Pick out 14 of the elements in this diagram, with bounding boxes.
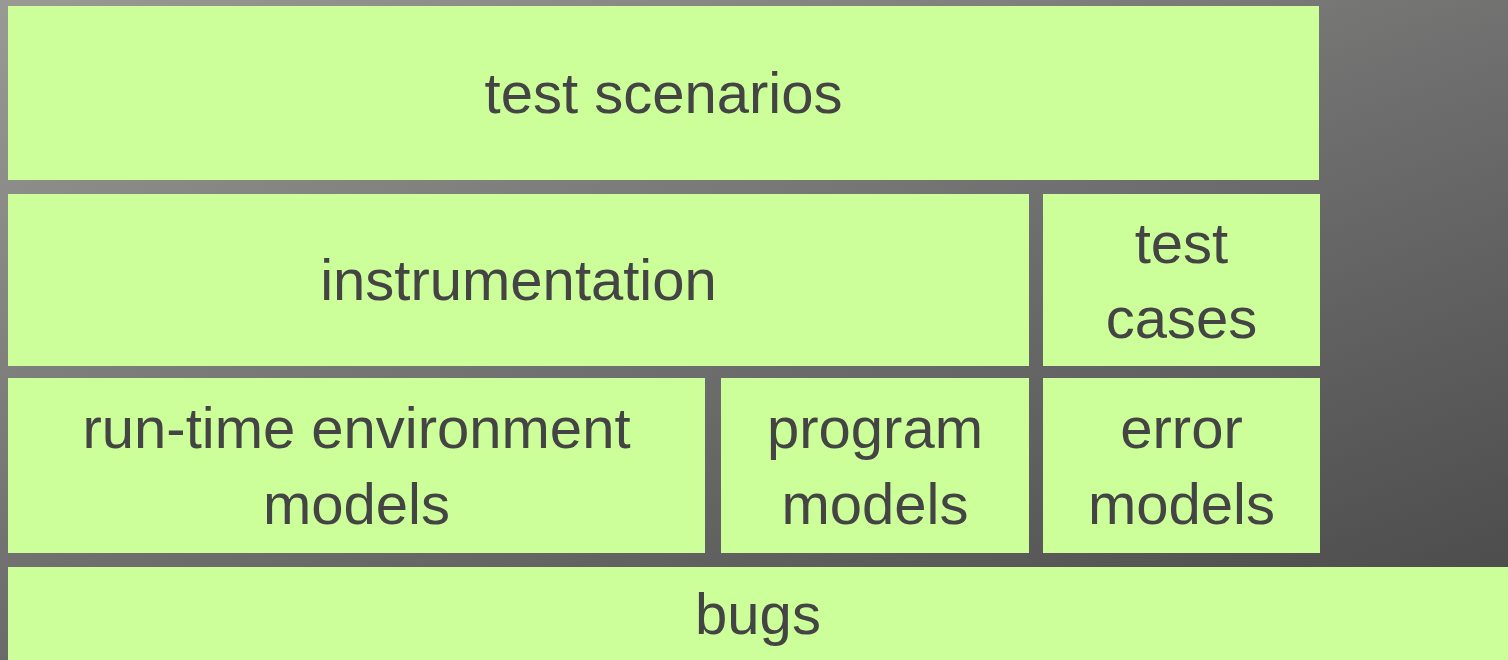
layer-block bbox=[8, 378, 705, 553]
block-label: error models bbox=[1087, 394, 1276, 538]
layer-block bbox=[8, 194, 1029, 366]
block-label: program models bbox=[766, 394, 984, 538]
block-label: run-time environment models bbox=[81, 394, 632, 538]
layer-block bbox=[8, 6, 1319, 180]
block-label: test cases bbox=[1104, 208, 1259, 352]
layer-block bbox=[8, 567, 1508, 660]
block-label: bugs bbox=[695, 579, 821, 648]
block-label: test scenarios bbox=[484, 59, 843, 128]
block-label: instrumentation bbox=[320, 246, 717, 315]
layer-block bbox=[1043, 378, 1320, 553]
layer-block bbox=[1043, 194, 1320, 366]
layer-block bbox=[721, 378, 1029, 553]
